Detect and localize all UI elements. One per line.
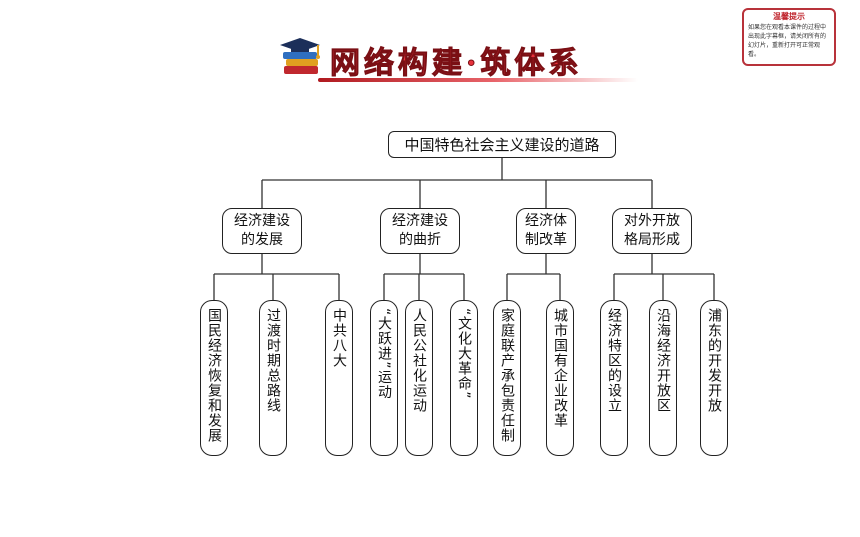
- tip-title: 温馨提示: [773, 12, 805, 21]
- tip-box: 温馨提示 如果您在观看本课件的过程中出现此字幕框，请关闭所有的幻灯片，重新打开可…: [742, 8, 836, 66]
- branch-economic-development: 经济建设 的发展: [222, 208, 302, 254]
- leaf-economy-recovery: 国民经济恢复和发展: [200, 300, 228, 456]
- leaf-great-leap: “大跃进”运动: [370, 300, 398, 456]
- leaf-cultural-revolution: “文化大革命”: [450, 300, 478, 456]
- leaf-household-contract: 家庭联产承包责任制: [493, 300, 521, 456]
- leaf-coastal-open-areas: 沿海经济开放区: [649, 300, 677, 456]
- leaf-state-enterprise-reform: 城市国有企业改革: [546, 300, 574, 456]
- root-node: 中国特色社会主义建设的道路: [388, 131, 616, 158]
- books-graduation-cap-icon: [280, 38, 320, 74]
- branch-economic-reform: 经济体 制改革: [516, 208, 576, 254]
- tip-text: 如果您在观看本课件的过程中出现此字幕框，请关闭所有的幻灯片，重新打开可正常观看。: [748, 24, 827, 58]
- leaf-special-economic-zones: 经济特区的设立: [600, 300, 628, 456]
- section-header: 网络构建·筑体系: [278, 34, 648, 86]
- branch-economic-setbacks: 经济建设 的曲折: [380, 208, 460, 254]
- leaf-eighth-congress: 中共八大: [325, 300, 353, 456]
- leaf-pudong-development: 浦东的开发开放: [700, 300, 728, 456]
- leaf-transition-line: 过渡时期总路线: [259, 300, 287, 456]
- leaf-peoples-commune: 人民公社化运动: [405, 300, 433, 456]
- header-underline: [318, 78, 638, 82]
- branch-opening-up: 对外开放 格局形成: [612, 208, 692, 254]
- header-title: 网络构建·筑体系: [329, 46, 583, 82]
